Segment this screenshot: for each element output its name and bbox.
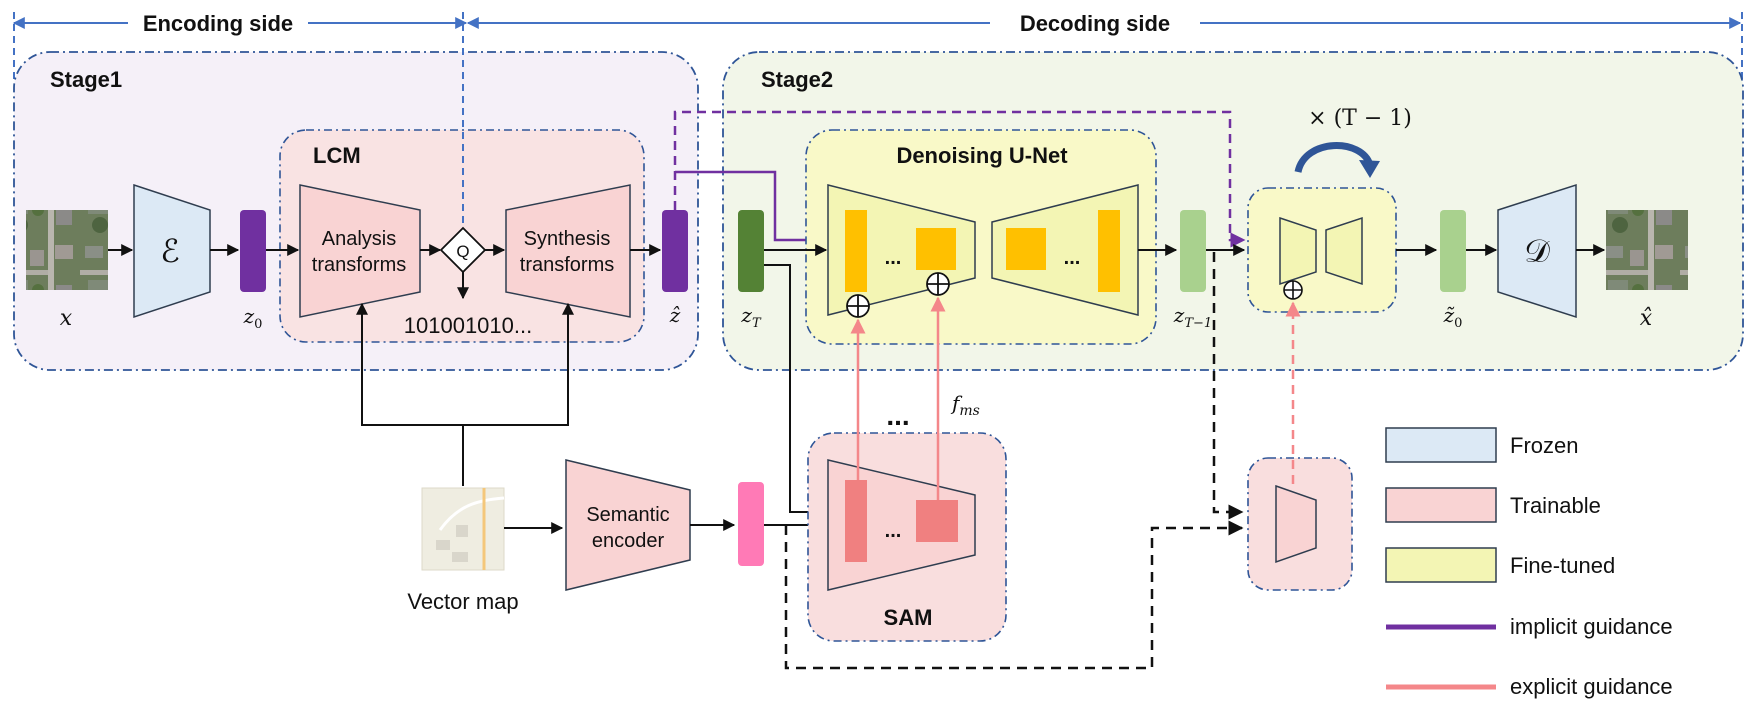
vector-map-building-1	[436, 540, 450, 550]
semantic-encoder-line2: encoder	[592, 530, 665, 552]
legend-finetuned-swatch	[1385, 547, 1497, 583]
legend-frozen-swatch	[1385, 427, 1497, 463]
zhat-label: ẑ	[669, 303, 681, 327]
semantic-embedding	[738, 482, 764, 566]
analysis-label-line1: Analysis	[322, 228, 396, 250]
unet-down-dots: ...	[885, 247, 902, 269]
decoding-side-label: Decoding side	[1020, 11, 1170, 36]
iteration-down	[1279, 216, 1317, 286]
z0tilde-label: z̃0	[1443, 303, 1463, 331]
repeat-label: × (T − 1)	[1308, 106, 1412, 131]
latent-zT-1	[1180, 210, 1206, 292]
output-image-xhat	[1606, 210, 1688, 290]
repeat-arrowhead	[1359, 160, 1380, 178]
stage2-label: Stage2	[761, 67, 833, 92]
iteration-box	[1247, 187, 1397, 313]
latent-z0	[240, 210, 266, 292]
synthesis-transforms-block	[505, 184, 631, 318]
legend-explicit-label: explicit guidance	[1510, 674, 1673, 699]
unet-up-dots: ...	[1064, 247, 1081, 269]
legend-implicit-label: implicit guidance	[1510, 614, 1673, 639]
legend-trainable-swatch	[1385, 487, 1497, 523]
fms-label: fms	[950, 391, 980, 419]
adapter-encoder-shape	[1275, 484, 1317, 564]
vector-map-building-2	[456, 525, 468, 537]
iteration-up	[1325, 216, 1363, 286]
sam-feature-1	[845, 480, 867, 562]
unet-up-feature-2	[1098, 210, 1120, 292]
input-image-x	[26, 210, 108, 290]
vector-map-label: Vector map	[407, 589, 518, 614]
repeat-arc	[1294, 142, 1374, 174]
vae-decoder-frozen	[1497, 183, 1577, 319]
decoder-symbol: 𝒟	[1524, 232, 1550, 270]
bitstream-label: 101001010...	[404, 313, 532, 338]
z0-label: z0	[243, 304, 263, 332]
unet-title: Denoising U-Net	[896, 143, 1068, 168]
header-encoding-side: Encoding side	[12, 11, 468, 36]
vector-map-road-1	[438, 496, 505, 531]
zT-label: zT	[740, 303, 762, 331]
unet-up-feature-1	[1006, 228, 1046, 270]
arrow-vector-to-analysis	[356, 302, 463, 426]
latent-zT	[738, 210, 764, 292]
sam-stack-dots: ...	[886, 400, 909, 431]
latent-z0-tilde	[1440, 210, 1466, 292]
arrow-vector-to-synthesis	[463, 302, 574, 426]
xhat-label: x̂	[1640, 306, 1653, 331]
legend-trainable-label: Trainable	[1510, 493, 1601, 518]
implicit-guidance-to-unet	[675, 170, 828, 248]
legend-frozen-label: Frozen	[1510, 433, 1578, 458]
legend-finetuned-label: Fine-tuned	[1510, 553, 1615, 578]
quantizer-label: Q	[456, 242, 469, 261]
synthesis-label-line1: Synthesis	[524, 228, 611, 250]
header-decoding-side: Decoding side	[466, 11, 1742, 36]
zT1-label: zT−1	[1173, 303, 1212, 331]
latent-zhat	[662, 210, 688, 292]
sam-feature-2	[916, 500, 958, 542]
encoding-side-label: Encoding side	[143, 11, 293, 36]
semantic-encoder-block	[565, 459, 691, 591]
analysis-label-line2: transforms	[312, 254, 406, 276]
encoder-symbol: ℰ	[160, 232, 179, 270]
legend: Frozen Trainable Fine-tuned implicit gui…	[1385, 427, 1673, 699]
implicit-guidance-to-refine	[673, 110, 1246, 248]
synthesis-label-line2: transforms	[520, 254, 614, 276]
vector-map-building-3	[452, 552, 468, 562]
unet-down-feature-1	[845, 210, 867, 292]
unet-down-feature-2	[916, 228, 956, 270]
lcm-title: LCM	[313, 143, 361, 168]
sam-feature-dots: ...	[885, 520, 902, 542]
input-x-label: x	[60, 306, 73, 331]
arrow-zT1-to-adapter	[1212, 252, 1244, 520]
analysis-transforms-block	[299, 184, 421, 318]
stage1-label: Stage1	[50, 67, 122, 92]
vae-encoder-frozen	[133, 183, 211, 319]
sam-label: SAM	[884, 605, 933, 630]
semantic-encoder-line1: Semantic	[586, 504, 669, 526]
